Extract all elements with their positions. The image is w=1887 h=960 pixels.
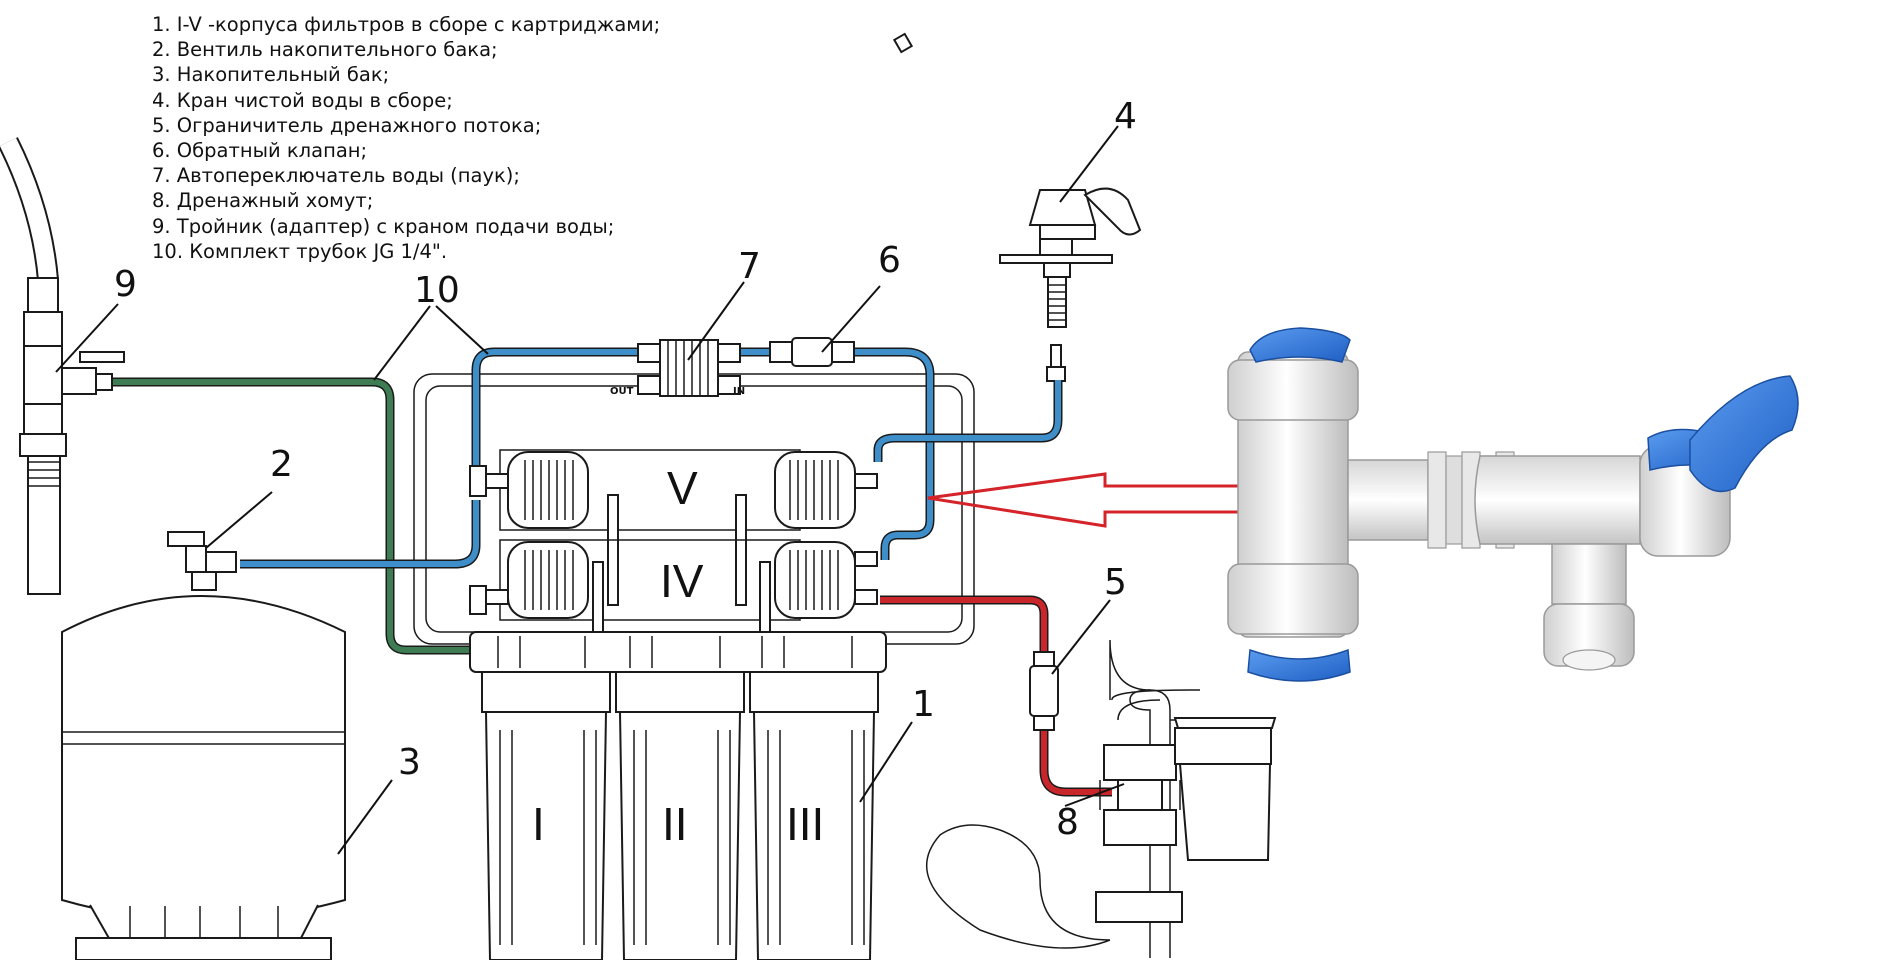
callout-5: 5 [1104,562,1127,603]
cartridge-v: V [469,449,878,606]
housing-label-ii: II [662,798,688,850]
housing-label-i: I [532,798,545,850]
housing-label-v: V [667,462,698,514]
callout-1: 1 [912,684,935,725]
callout-3: 3 [398,742,421,783]
legend-item-9: 9. Тройник (адаптер) с краном подачи вод… [152,214,615,238]
legend-item-3: 3. Накопительный бак; [152,63,390,87]
callout-10: 10 [414,270,460,311]
callout-7: 7 [738,246,761,287]
callout-4: 4 [1114,96,1137,137]
housing-iii: III [749,671,879,960]
housing-ii: II [615,671,745,960]
housing-i: I [481,671,611,960]
auto-shutoff-valve: OUT IN [610,339,745,397]
legend-item-8: 8. Дренажный хомут; [152,189,374,213]
housing-head-bar [469,631,887,673]
callout-9: 9 [114,264,137,305]
legend-item-7: 7. Автопереключатель воды (паук); [152,164,520,188]
feed-tee-valve [0,137,125,595]
faucet [892,12,1142,382]
housing-label-iii: III [786,798,824,850]
callout-6: 6 [878,240,901,281]
photo-tee-fitting [1227,327,1515,682]
callout-2: 2 [270,444,293,485]
leader-lines [55,125,1125,855]
legend-item-6: 6. Обратный клапан; [152,139,368,163]
tank-valve [167,531,237,573]
clean-water-tubes [240,347,1063,569]
legend-list: 1. I-V -корпуса фильтров в сборе с картр… [152,12,660,264]
pointer-arrow [927,472,1300,528]
legend-item-10: 10. Комплект трубок JG 1/4". [152,239,448,263]
callout-numbers: 1 2 3 4 5 6 7 8 9 10 [114,96,1137,843]
cartridge-iv: IV [469,539,878,633]
flow-restrictor [1029,651,1059,731]
legend-item-5: 5. Ограничитель дренажного потока; [152,113,542,137]
legend-item-4: 4. Кран чистой воды в сборе; [152,88,453,112]
drain-siphon [925,639,1277,958]
switch-in-label: IN [733,386,745,397]
legend-item-2: 2. Вентиль накопительного бака; [152,38,498,62]
switch-out-label: OUT [610,386,634,397]
storage-tank [61,567,346,960]
check-valve [769,337,855,367]
photo-tank-valve [1474,375,1799,671]
callout-8: 8 [1056,802,1079,843]
housing-label-iv: IV [660,555,704,607]
legend-item-1: 1. I-V -корпуса фильтров в сборе с картр… [152,13,661,36]
